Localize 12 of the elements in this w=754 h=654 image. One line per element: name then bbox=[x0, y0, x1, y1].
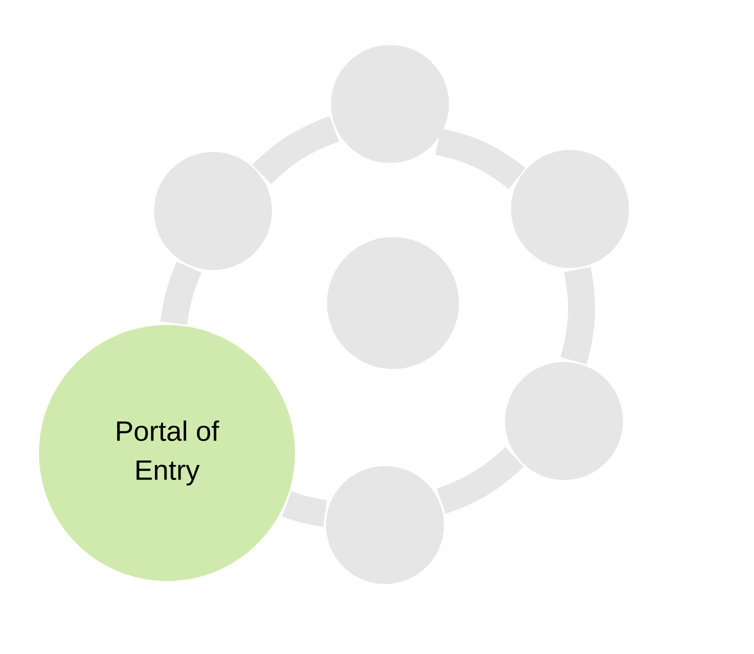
ring-segment bbox=[435, 128, 526, 190]
ring-segment bbox=[282, 491, 328, 527]
empty-circle bbox=[503, 360, 625, 482]
ring-segment bbox=[560, 267, 596, 364]
empty-circle bbox=[152, 150, 274, 272]
ring-segment bbox=[160, 262, 202, 325]
empty-circle bbox=[509, 148, 631, 270]
empty-circle bbox=[324, 464, 446, 586]
empty-circle bbox=[329, 43, 451, 165]
empty-circle bbox=[325, 235, 461, 371]
ring-segment bbox=[436, 446, 524, 514]
ring-segment bbox=[252, 116, 340, 184]
